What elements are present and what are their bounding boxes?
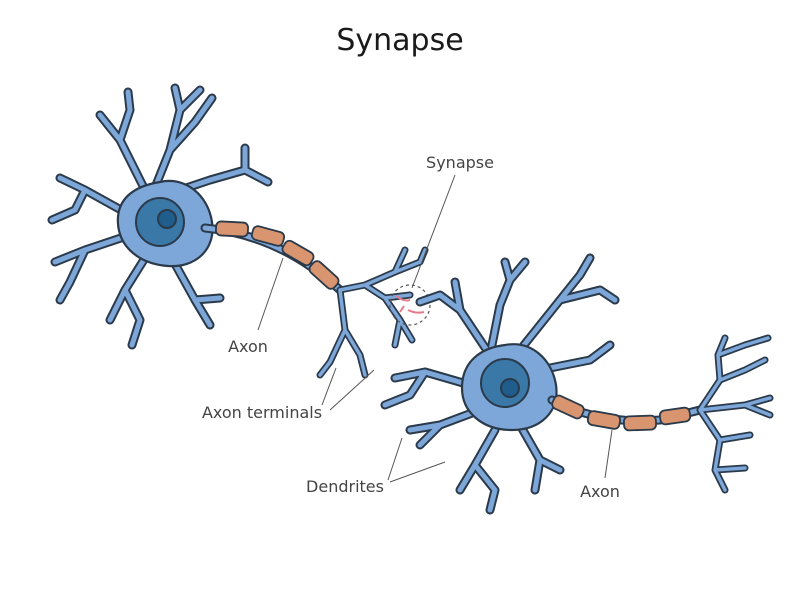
left-nucleolus xyxy=(157,209,177,229)
myelin-sheath xyxy=(586,410,622,430)
right-axon xyxy=(547,394,705,432)
synapse-leader xyxy=(411,174,456,289)
axon-right-leader xyxy=(604,429,613,479)
axon-terminals-leader-1 xyxy=(321,367,337,406)
myelin-sheath xyxy=(623,414,657,432)
diagram-title: Synapse xyxy=(336,23,463,58)
right-dendrites xyxy=(380,253,620,515)
axon-left-label: Axon xyxy=(228,337,268,356)
left-axon xyxy=(200,220,345,295)
left-neuron xyxy=(47,83,273,350)
myelin-sheath xyxy=(658,406,692,426)
right-nucleolus xyxy=(500,378,520,398)
axon-right-label: Axon xyxy=(580,482,620,501)
dendrites-leader-1 xyxy=(387,437,403,481)
axon-terminals xyxy=(316,246,429,379)
right-neuron xyxy=(380,253,620,515)
synapse-site xyxy=(389,284,431,326)
myelin-sheath xyxy=(281,239,315,267)
dashed-circle-icon xyxy=(389,284,431,326)
axon-terminals-leader-2 xyxy=(329,369,375,411)
synapse-label: Synapse xyxy=(426,153,494,172)
right-axon-terminals xyxy=(696,334,774,494)
left-dendrites xyxy=(47,83,273,350)
axon-left-leader xyxy=(257,257,284,331)
axon-terminals-label: Axon terminals xyxy=(202,403,322,422)
dendrites-leader-2 xyxy=(389,461,446,483)
myelin-sheath xyxy=(215,220,249,238)
dendrites-label: Dendrites xyxy=(306,477,384,496)
myelin-sheath xyxy=(551,394,585,420)
myelin-sheath xyxy=(250,225,286,247)
synaptic-cleft xyxy=(395,295,425,314)
myelin-sheath xyxy=(308,260,340,290)
